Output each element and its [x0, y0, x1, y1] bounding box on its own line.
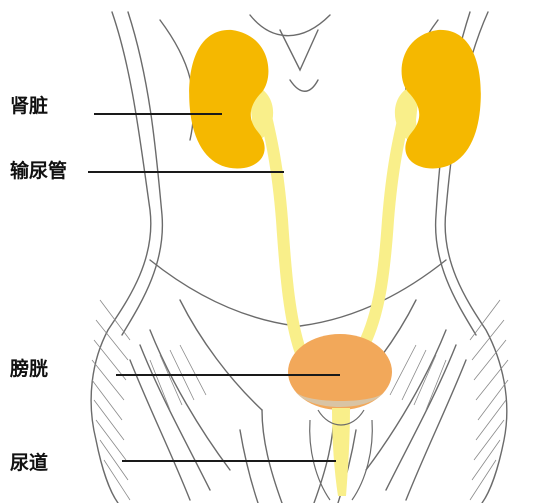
ureter-label: 输尿管: [10, 160, 67, 182]
kidney-label: 肾脏: [10, 95, 48, 117]
ureters: [262, 100, 408, 352]
bladder-leader-line: [116, 374, 340, 376]
kidney-leader-line: [94, 113, 222, 115]
ureter-leader-line: [88, 171, 284, 173]
bladder-label: 膀胱: [10, 358, 48, 380]
urethra-leader-line: [122, 460, 336, 462]
urethra-label: 尿道: [10, 452, 48, 474]
urethra: [332, 408, 350, 496]
